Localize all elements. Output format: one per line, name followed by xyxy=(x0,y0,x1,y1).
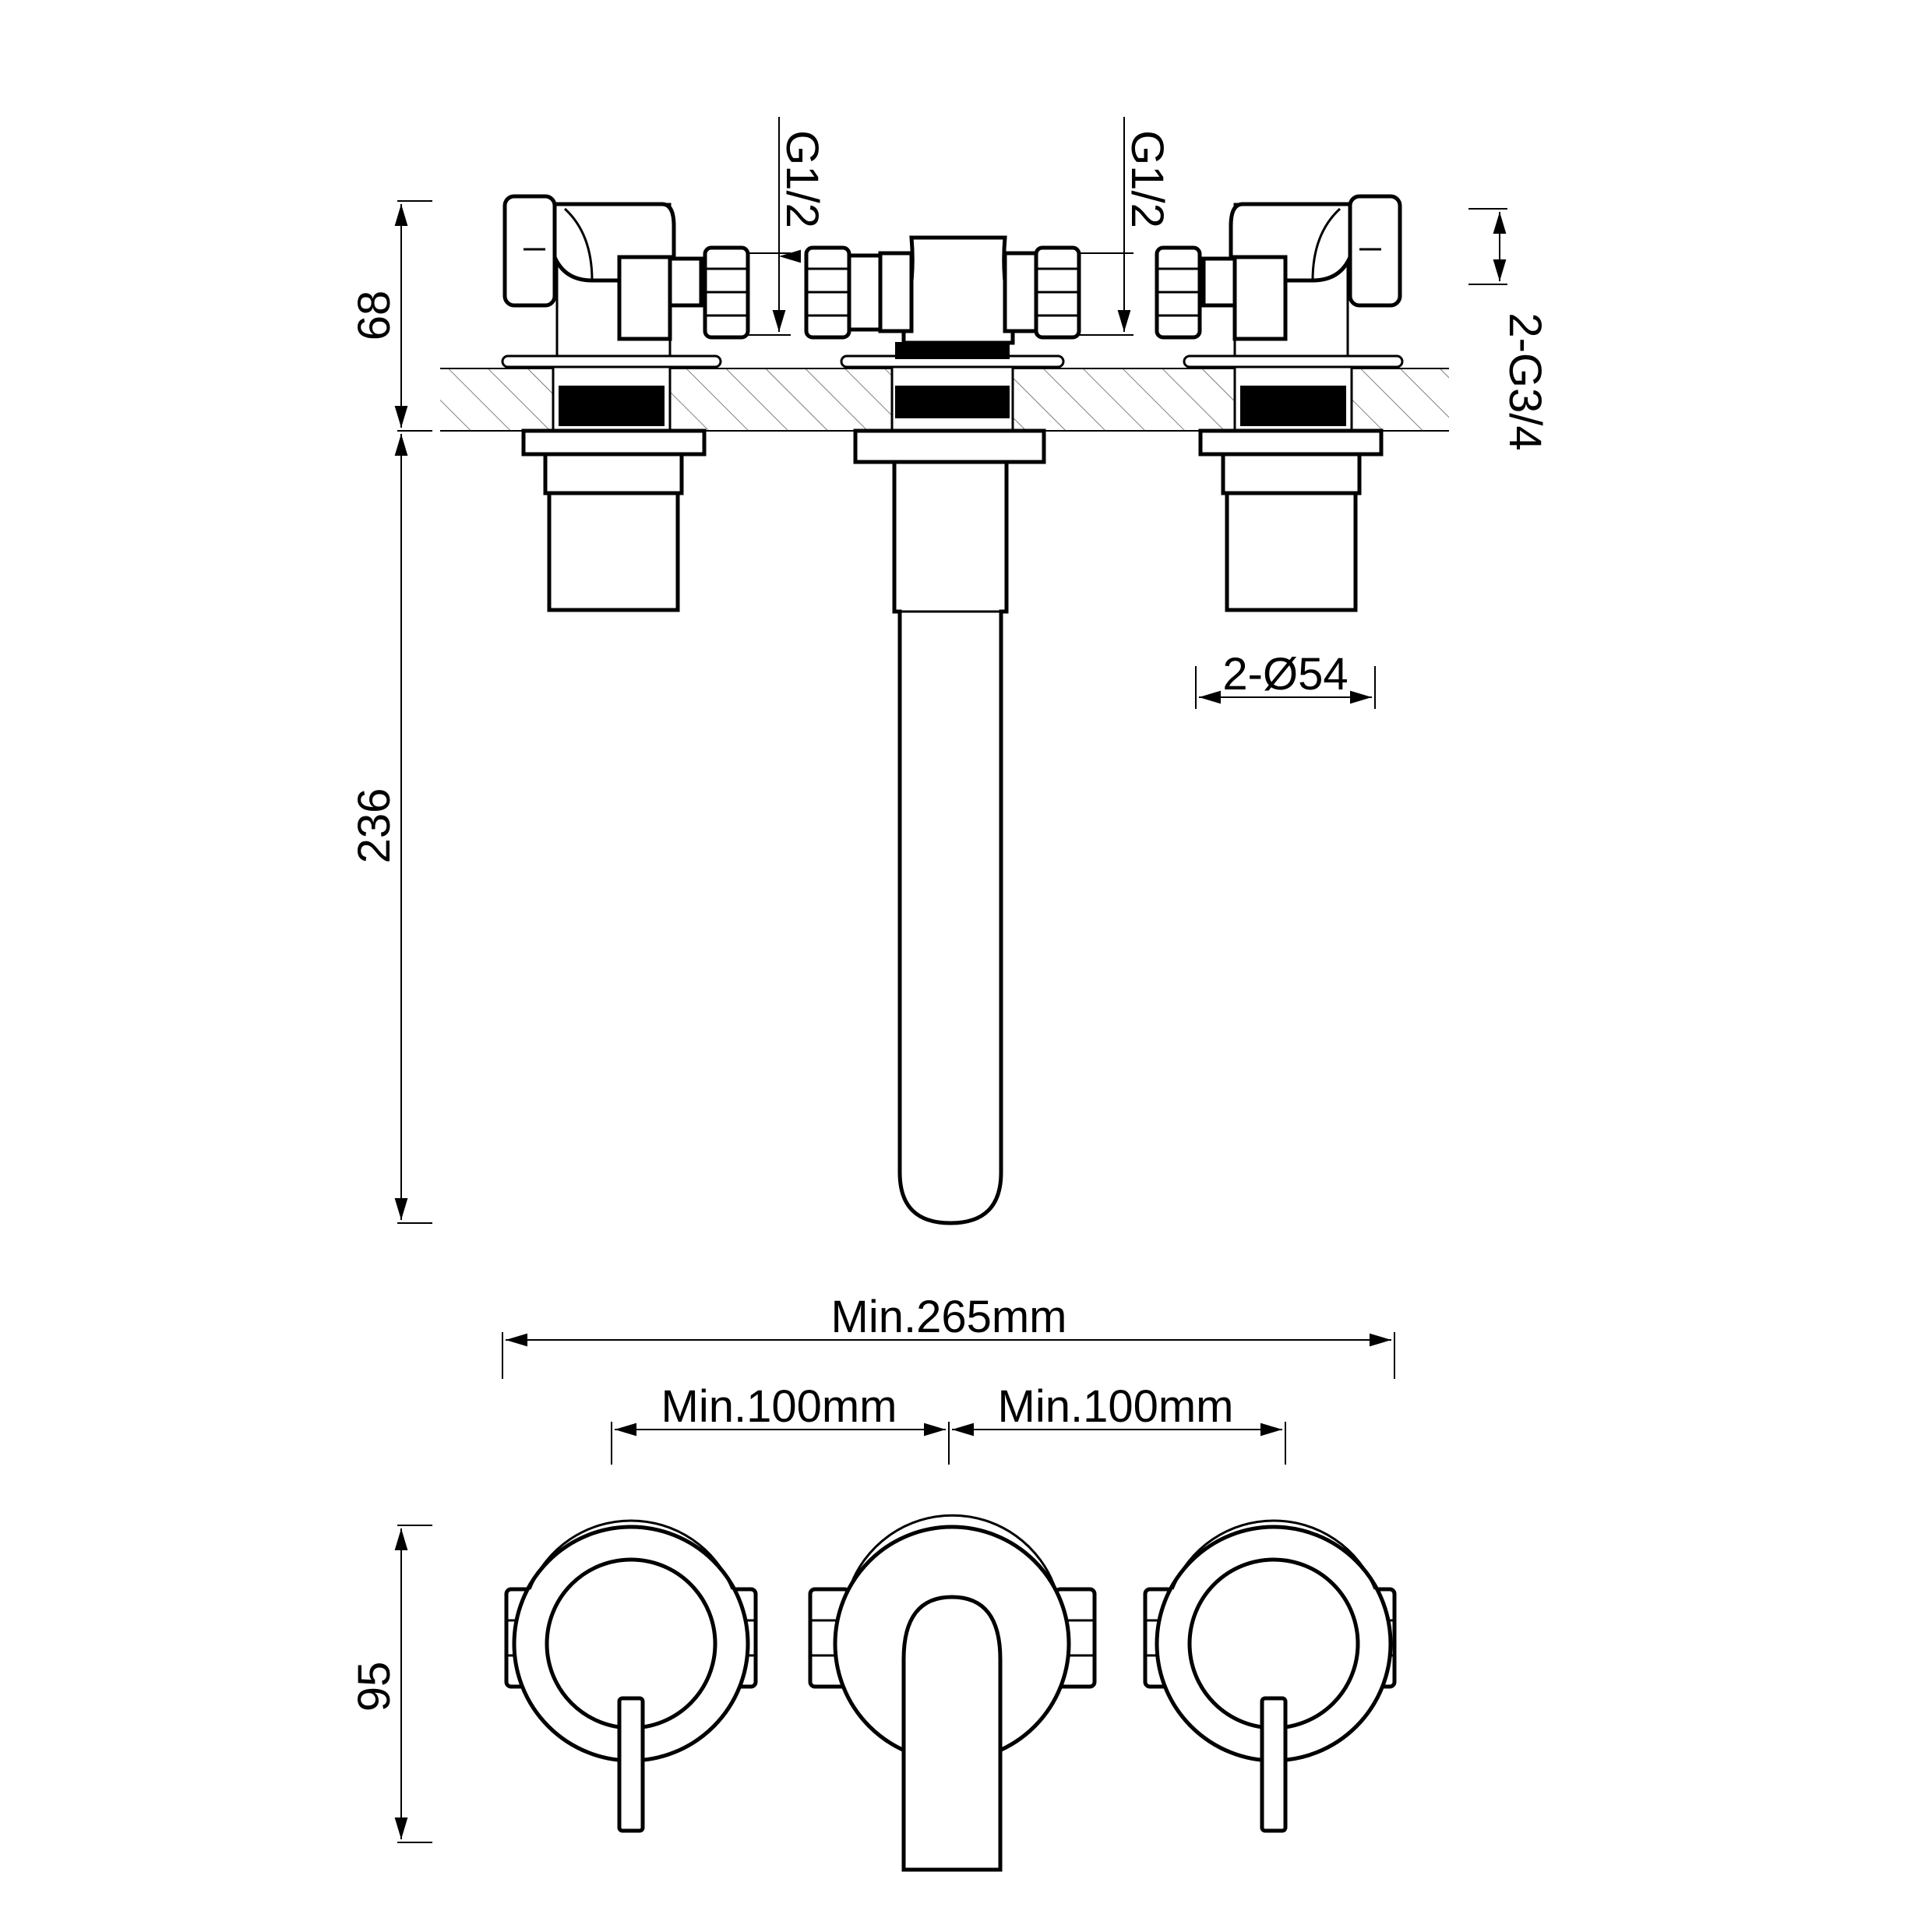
label-inlet-left: G1/2 xyxy=(777,130,827,228)
labels: 68 236 95 G1/2 G1/2 2-G3/4 2-Ø54 Min.265… xyxy=(349,130,1550,1712)
label-height-spout: 236 xyxy=(349,788,400,864)
front-left-valve xyxy=(504,1519,758,1833)
right-valve-body xyxy=(1155,194,1404,612)
left-valve-body xyxy=(501,194,750,612)
label-height-front: 95 xyxy=(349,1662,400,1712)
label-height-top: 68 xyxy=(349,291,400,341)
left-thread xyxy=(559,386,665,426)
front-view xyxy=(504,1514,1397,1872)
label-width-total: Min.265mm xyxy=(831,1292,1067,1342)
dimension-lines-side xyxy=(394,117,1507,1224)
label-thread-outlet: 2-G3/4 xyxy=(1500,312,1550,450)
label-spacing-left: Min.100mm xyxy=(661,1381,897,1432)
front-right-valve xyxy=(1143,1519,1397,1833)
side-view xyxy=(440,194,1449,1225)
label-inlet-right: G1/2 xyxy=(1122,130,1172,228)
label-diameter: 2-Ø54 xyxy=(1222,649,1348,700)
spout-tube xyxy=(892,460,1009,1225)
dimension-lines-front xyxy=(394,1332,1395,1843)
label-spacing-right: Min.100mm xyxy=(998,1381,1234,1432)
center-spout-body xyxy=(804,235,1081,1225)
front-center-spout xyxy=(808,1514,1097,1872)
